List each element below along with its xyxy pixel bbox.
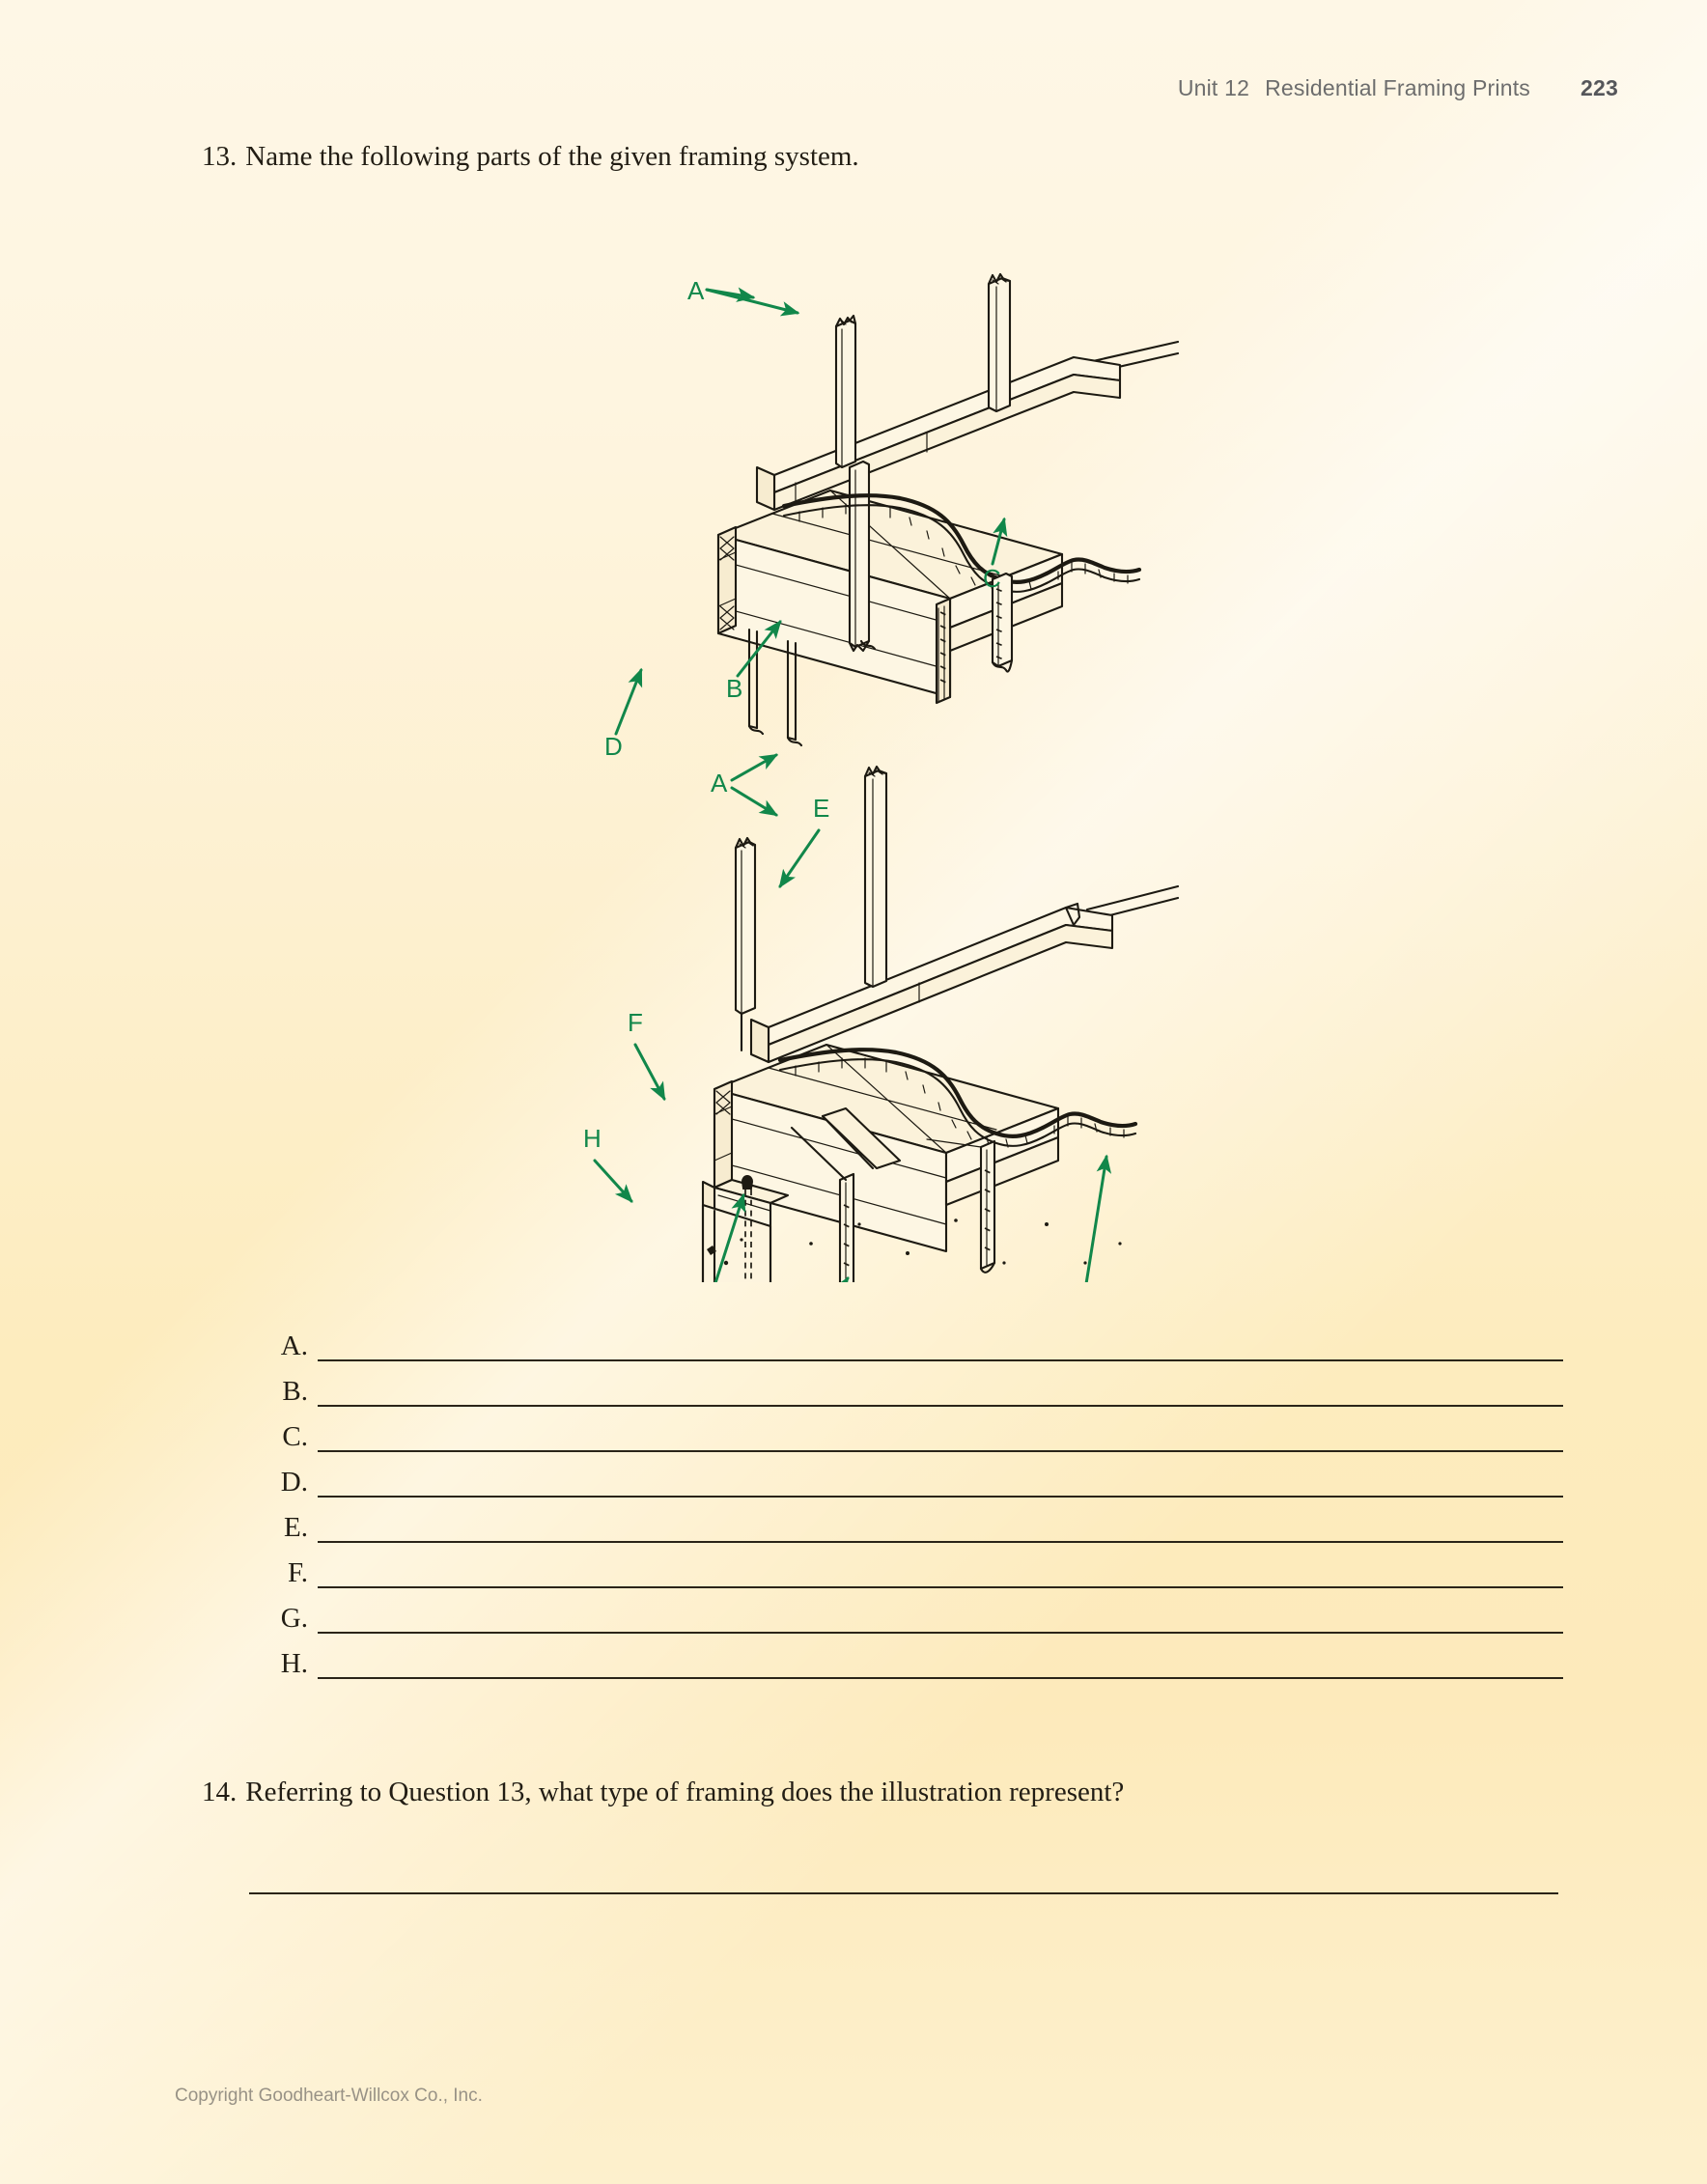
answer-line-d[interactable] <box>318 1496 1563 1498</box>
answer-row-d: D. <box>202 1455 1563 1500</box>
answer-row-a: A. <box>202 1319 1563 1364</box>
question-13: 13.Name the following parts of the given… <box>202 141 859 173</box>
answer-row-g: G. <box>202 1591 1563 1637</box>
answer-letter-g: G. <box>280 1603 308 1634</box>
answer-letter-e: E. <box>284 1512 308 1543</box>
question-14-text: Referring to Question 13, what type of f… <box>245 1777 1125 1807</box>
header-unit: Unit 12 <box>1177 75 1250 100</box>
svg-text:F: F <box>628 1008 643 1037</box>
svg-text:H: H <box>583 1124 602 1153</box>
question-13-number: 13. <box>202 141 238 172</box>
answer-letter-h: H. <box>280 1648 308 1679</box>
page-header: Unit 12 Residential Framing Prints 223 <box>1178 75 1618 101</box>
answer-line-e[interactable] <box>318 1541 1563 1543</box>
question-14: 14.Referring to Question 13, what type o… <box>202 1777 1124 1808</box>
answer-row-f: F. <box>202 1546 1563 1591</box>
svg-text:B: B <box>726 674 742 703</box>
svg-text:D: D <box>604 732 623 761</box>
answer-blanks-list: A. B. C. D. E. F. G. H. <box>202 1319 1563 1682</box>
svg-text:A: A <box>711 769 728 798</box>
answer-line-h[interactable] <box>318 1677 1563 1679</box>
answer-row-b: B. <box>202 1364 1563 1410</box>
copyright-footer: Copyright Goodheart-Willcox Co., Inc. <box>175 2086 483 2106</box>
svg-text:A: A <box>687 276 705 305</box>
answer-row-e: E. <box>202 1500 1563 1546</box>
answer-letter-c: C. <box>282 1421 308 1452</box>
answer-line-c[interactable] <box>318 1450 1563 1452</box>
header-title: Residential Framing Prints <box>1265 75 1531 100</box>
page-number: 223 <box>1581 75 1618 100</box>
answer-letter-a: A. <box>280 1330 308 1361</box>
question-13-text: Name the following parts of the given fr… <box>245 141 859 172</box>
question-14-answer-line[interactable] <box>249 1892 1558 1894</box>
answer-letter-f: F. <box>287 1557 308 1588</box>
svg-text:C: C <box>983 564 1001 593</box>
answer-row-h: H. <box>202 1637 1563 1682</box>
framing-system-illustration: .ln { fill:none; stroke:#1d1a12; stroke-… <box>541 220 1207 1282</box>
svg-text:E: E <box>813 794 829 823</box>
answer-line-g[interactable] <box>318 1632 1563 1634</box>
answer-letter-b: B. <box>282 1376 308 1407</box>
answer-row-c: C. <box>202 1410 1563 1455</box>
answer-line-b[interactable] <box>318 1405 1563 1407</box>
answer-line-f[interactable] <box>318 1586 1563 1588</box>
question-14-number: 14. <box>202 1777 238 1807</box>
answer-line-a[interactable] <box>318 1359 1563 1361</box>
answer-letter-d: D. <box>280 1467 308 1498</box>
